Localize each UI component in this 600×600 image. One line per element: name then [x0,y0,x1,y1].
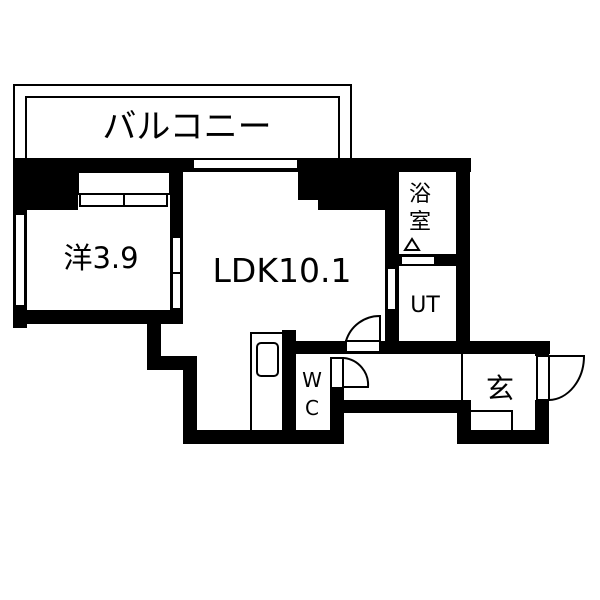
bath-right-wall [456,158,470,354]
ldk-door-swing [345,314,381,342]
bottom-wall-ldk [183,430,343,444]
entrance-bottom-wall [457,430,549,444]
entrance-door-swing [548,355,586,401]
entrance-right-wall-top [535,341,549,356]
bath-label-2: 室 [409,210,431,235]
entrance-right-wall [535,400,549,444]
entrance-label: 玄 [486,372,514,405]
hall-top-wall [385,341,550,354]
wc-door-swing [343,357,370,388]
shoe-cabinet [469,410,513,432]
western-bottom-wall [13,310,183,324]
utility-label: UT [410,293,440,318]
ldk-step-wall-2 [147,310,161,370]
western-door-lower [171,272,182,310]
wall-block-column [318,158,385,210]
entrance-door [536,355,550,401]
closet-door-left [79,193,125,207]
wc-label-2: C [305,396,319,420]
ldk-step-wall-4 [183,356,197,444]
wc-right-wall-lower [330,388,344,444]
bath-label-1: 浴 [409,182,431,207]
bath-step-triangle-icon [403,237,421,251]
western-room-label: 洋3.9 [63,241,138,275]
closet-door-right [123,193,168,207]
wc-door [330,357,344,389]
closet-shelf [77,171,171,195]
ut-side-door [386,267,397,311]
western-left-window [14,213,26,307]
ldk-hall-door [345,340,381,353]
hall-bottom-wall [343,400,463,413]
bath-door [400,255,436,266]
ldk-label: LDK10.1 [213,251,352,290]
sink-icon [256,342,279,377]
ut-floor [399,266,456,341]
ldk-top-window [192,158,299,170]
balcony-label: バルコニー [102,107,271,147]
wc-left-wall [282,330,296,444]
bath-left-wall [385,158,399,354]
wc-label-1: W [302,368,322,392]
western-door-upper [171,236,182,274]
bath-floor [399,172,456,254]
